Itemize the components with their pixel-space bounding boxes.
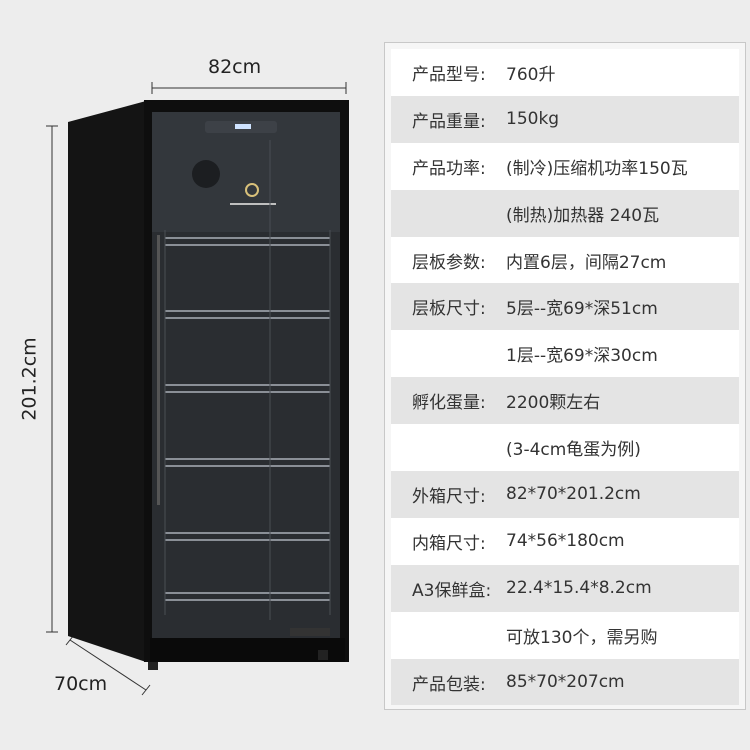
spec-value: 150kg [506, 109, 560, 130]
incubator-fridge-image [46, 82, 349, 696]
spec-label: 外箱尺寸: [412, 486, 486, 507]
spec-label: 层板尺寸: [412, 299, 486, 320]
spec-value: 74*56*180cm [506, 531, 625, 552]
spec-row: 孵化蛋量: 2200颗左右 [391, 377, 739, 425]
fridge-side-panel [68, 101, 146, 662]
shelves [165, 237, 330, 601]
spec-value: 5层--宽69*深51cm [506, 299, 658, 320]
spec-value: 可放130个，需另购 [506, 627, 658, 648]
width-label: 82cm [208, 56, 262, 78]
spec-label: 层板参数: [412, 252, 486, 273]
spec-value: 内置6层，间隔27cm [506, 252, 667, 273]
spec-label: 产品包装: [412, 674, 486, 695]
spec-value: (制冷)压缩机功率150瓦 [506, 158, 688, 179]
spec-row: 产品包装: 85*70*207cm [391, 658, 739, 706]
spec-row: 产品功率: (制冷)压缩机功率150瓦 [391, 142, 739, 190]
spec-value: 22.4*15.4*8.2cm [506, 578, 652, 599]
spec-value: 760升 [506, 64, 556, 85]
door-handle [157, 235, 160, 505]
spec-value: (制热)加热器 240瓦 [506, 205, 660, 226]
spec-label: A3保鲜盒: [412, 580, 492, 601]
spec-value: 2200颗左右 [506, 393, 601, 414]
spec-row: A3保鲜盒: 22.4*15.4*8.2cm [391, 564, 739, 612]
spec-row: 层板尺寸: 5层--宽69*深51cm [391, 283, 739, 331]
brand-logo [245, 183, 259, 197]
spec-row: 外箱尺寸: 82*70*201.2cm [391, 471, 739, 518]
spec-label: 产品功率: [412, 158, 486, 179]
depth-label: 70cm [54, 673, 108, 695]
spec-row: 1层--宽69*深30cm [391, 330, 739, 378]
spec-row: (3-4cm龟蛋为例) [391, 424, 739, 472]
spec-row: 可放130个，需另购 [391, 611, 739, 659]
spec-label: 孵化蛋量: [412, 393, 486, 414]
fridge-base [150, 638, 345, 662]
spec-label: 产品型号: [412, 64, 486, 85]
spec-value: 1层--宽69*深30cm [506, 346, 658, 367]
height-label: 201.2cm [18, 337, 41, 421]
height-dimension-line [46, 125, 58, 633]
spec-row: 产品型号: 760升 [391, 49, 739, 96]
spec-label: 产品重量: [412, 111, 486, 132]
width-dimension-line [151, 82, 347, 94]
spec-value: 82*70*201.2cm [506, 484, 641, 505]
fan-icon [192, 160, 220, 188]
spec-label: 内箱尺寸: [412, 533, 486, 554]
spec-row: 内箱尺寸: 74*56*180cm [391, 517, 739, 565]
spec-value: 85*70*207cm [506, 672, 625, 693]
spec-row: 层板参数: 内置6层，间隔27cm [391, 236, 739, 284]
spec-row: (制热)加热器 240瓦 [391, 189, 739, 237]
spec-value: (3-4cm龟蛋为例) [506, 440, 641, 461]
spec-table: 产品型号: 760升产品重量: 150kg 产品功率: (制冷)压缩机功率150瓦 (制热… [384, 42, 746, 710]
spec-row: 产品重量: 150kg [391, 95, 739, 143]
